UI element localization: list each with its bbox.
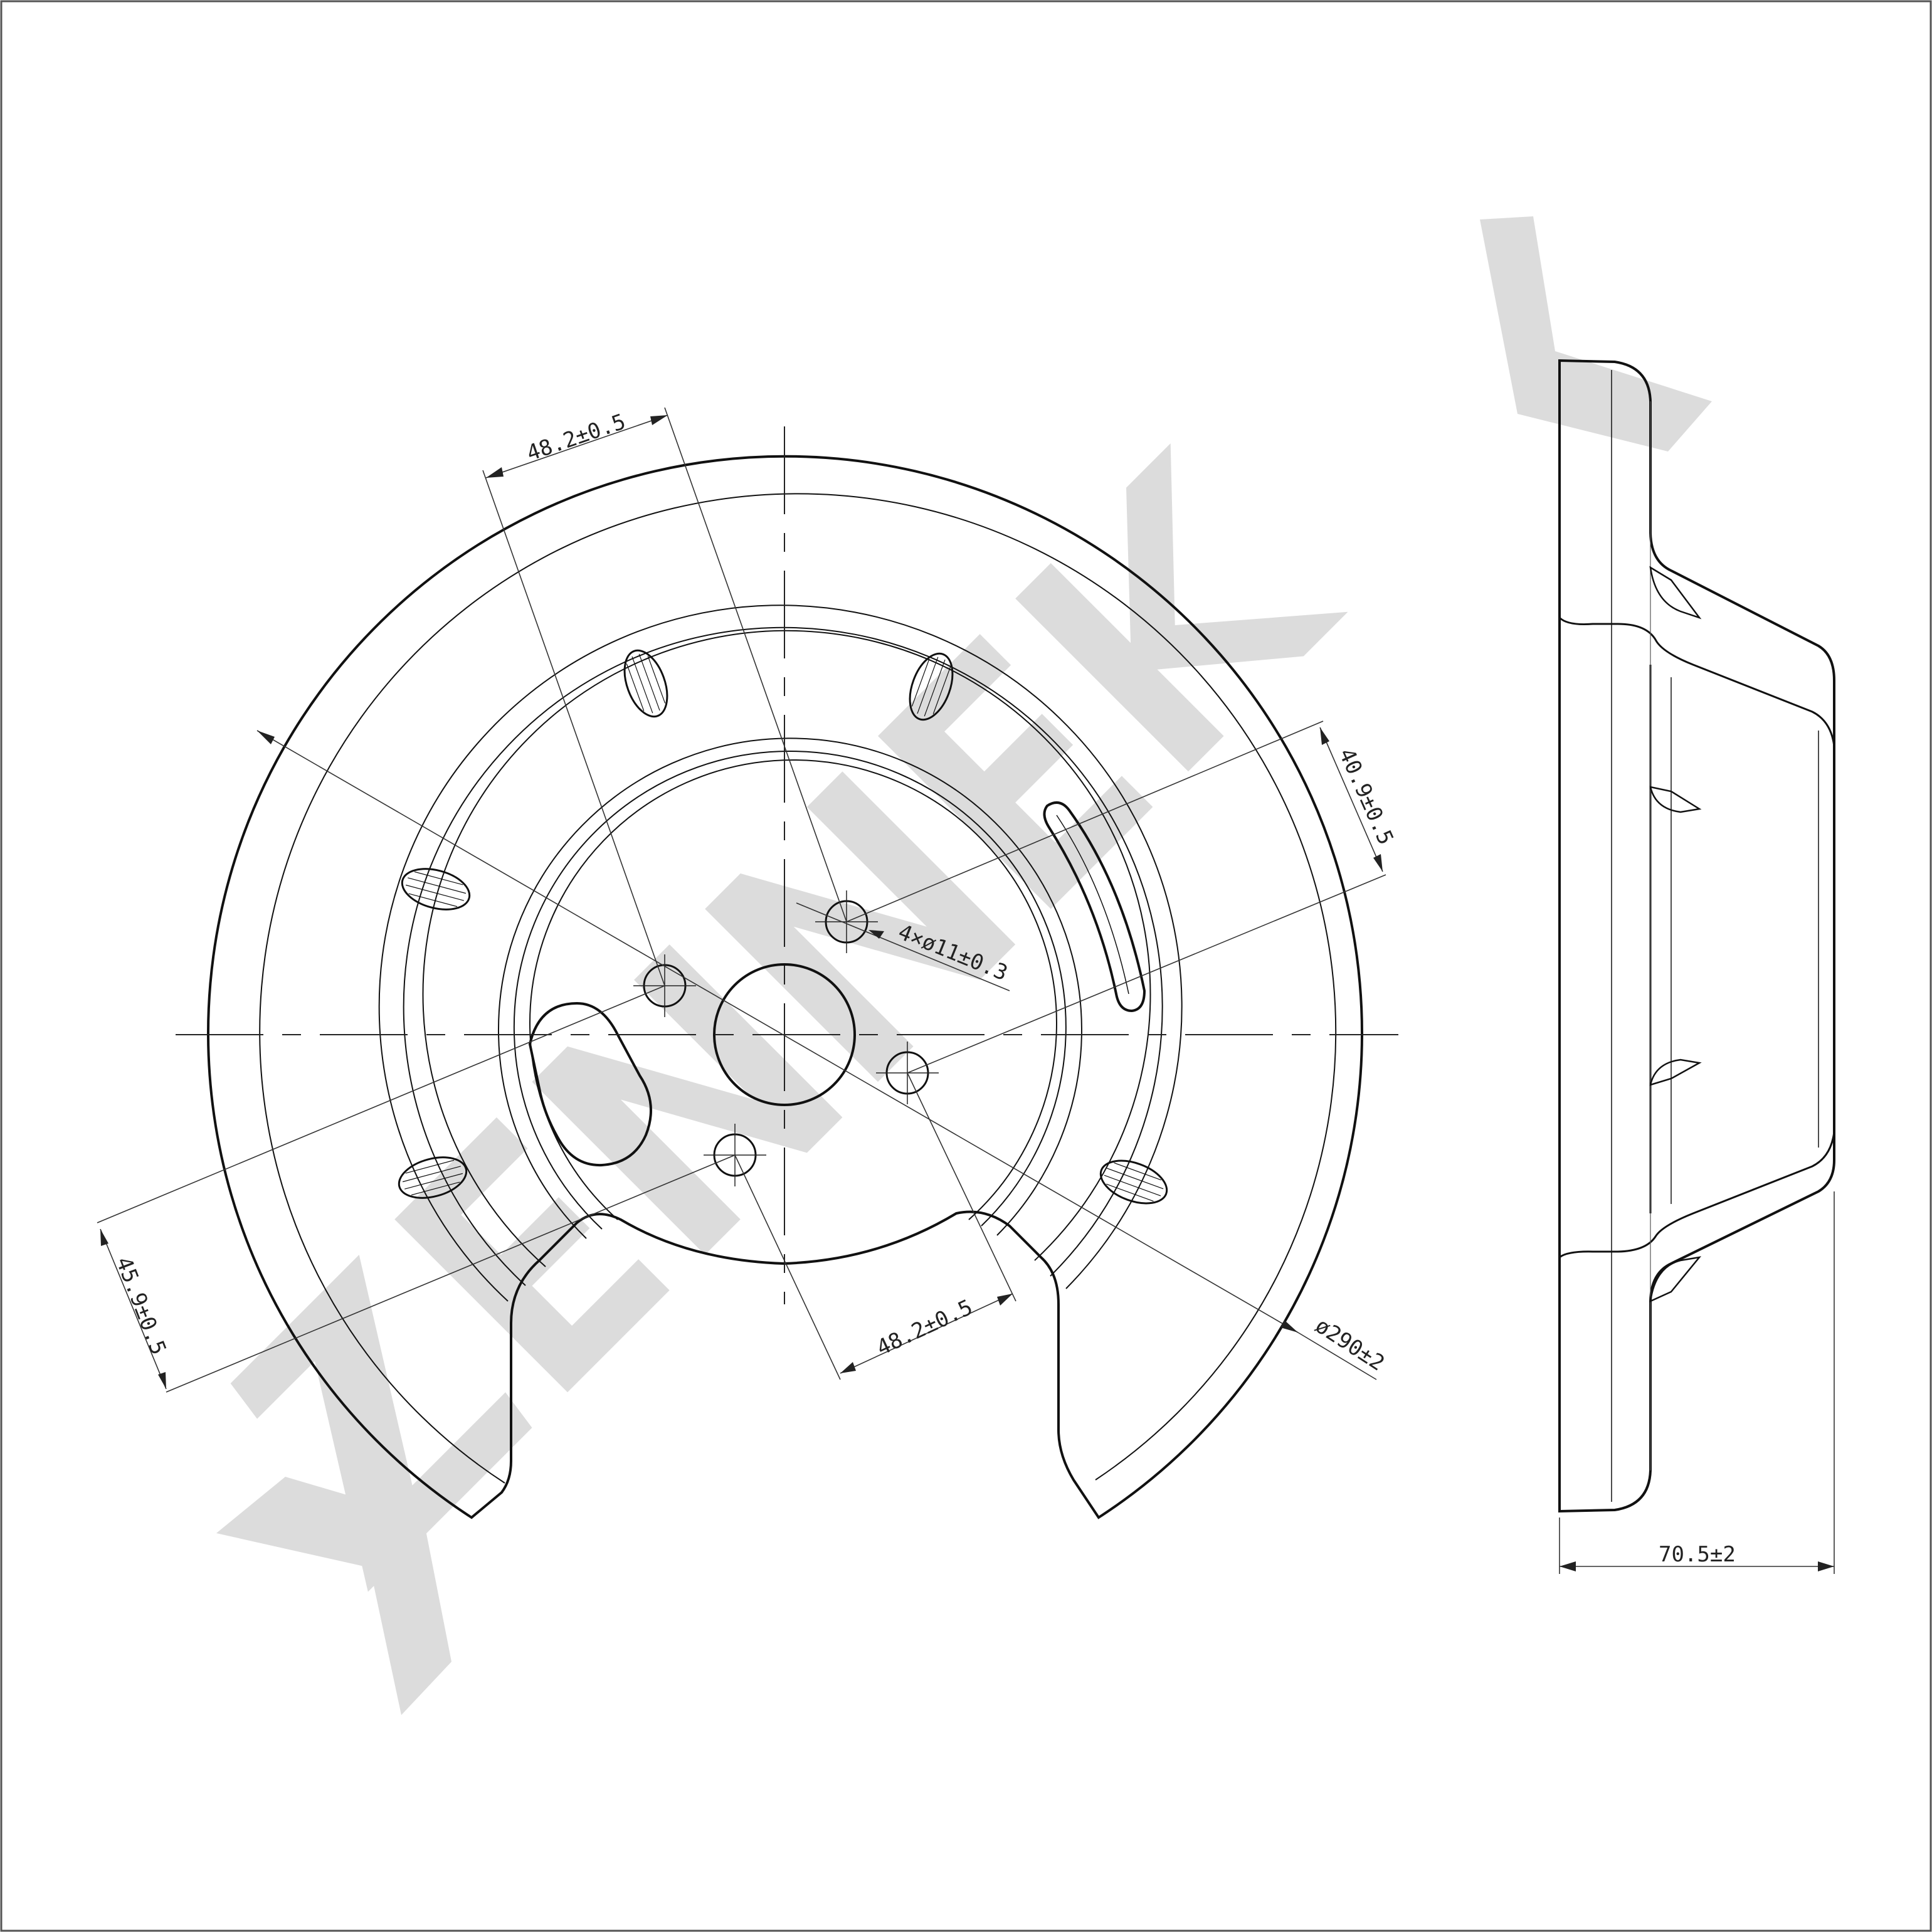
- rib: [909, 652, 954, 721]
- dim-bottom-spacing: 48.2±0.5: [873, 1295, 976, 1361]
- oblong-slot: [528, 1001, 652, 1167]
- ring-inner: [422, 630, 1151, 1267]
- rib: [398, 1156, 468, 1199]
- rib: [623, 649, 668, 718]
- hub-ring-2: [513, 751, 1067, 1230]
- centerlines: [176, 426, 1398, 1304]
- ring-mid: [403, 626, 1163, 1286]
- dimension-lines: [97, 407, 1386, 1393]
- arrowheads: [100, 415, 1383, 1389]
- rib: [401, 868, 471, 911]
- depth-dimension-lines: [1559, 1191, 1835, 1574]
- dim-top-spacing: 48.2±0.5: [524, 409, 629, 466]
- side-profile: [1558, 359, 1835, 1513]
- ring-outer: [378, 604, 1183, 1302]
- shield-outline: [207, 455, 1363, 1519]
- dim-left-offset: 45.9±0.5: [111, 1254, 171, 1358]
- dim-depth: 70.5±2: [1659, 1542, 1736, 1567]
- flange-line: [259, 493, 1337, 1484]
- kidney-slot: [1043, 801, 1146, 1013]
- depth-arrowheads: [1560, 1561, 1834, 1571]
- center-hole: [713, 963, 856, 1106]
- side-view: [1558, 359, 1835, 1513]
- dim-outer-diameter: ø290±2: [1311, 1313, 1389, 1376]
- hub-ring-1: [497, 737, 1082, 1239]
- rib: [1099, 1159, 1168, 1205]
